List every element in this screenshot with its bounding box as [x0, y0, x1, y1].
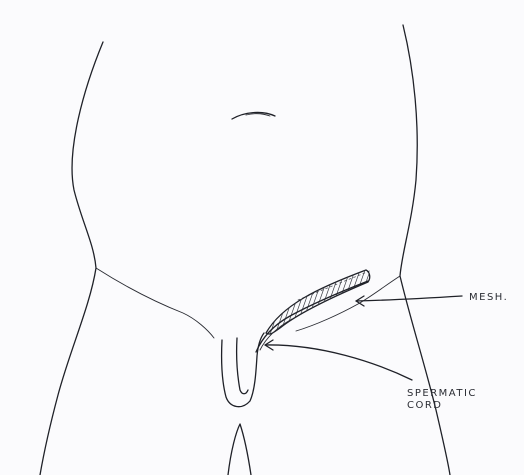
penis-inner-line: [237, 338, 248, 394]
navel-shadow: [246, 114, 270, 116]
penis-outline: [222, 333, 264, 407]
mesh-hatching: [262, 248, 378, 340]
right-groin-crease: [296, 276, 400, 331]
mesh-leader-line: [356, 296, 462, 301]
spermatic-cord-label-line2: CORD: [407, 400, 487, 412]
spermatic-cord: [256, 281, 368, 352]
left-groin-crease: [96, 268, 214, 338]
cord-leader-line: [265, 345, 412, 380]
mesh-label: MESH.: [469, 292, 508, 304]
spermatic-cord-label-line1: SPERMATIC: [407, 388, 487, 400]
left-flank-outline: [40, 42, 103, 475]
thigh-gap-outline: [228, 424, 251, 475]
spermatic-cord-label: SPERMATIC CORD: [407, 388, 487, 412]
